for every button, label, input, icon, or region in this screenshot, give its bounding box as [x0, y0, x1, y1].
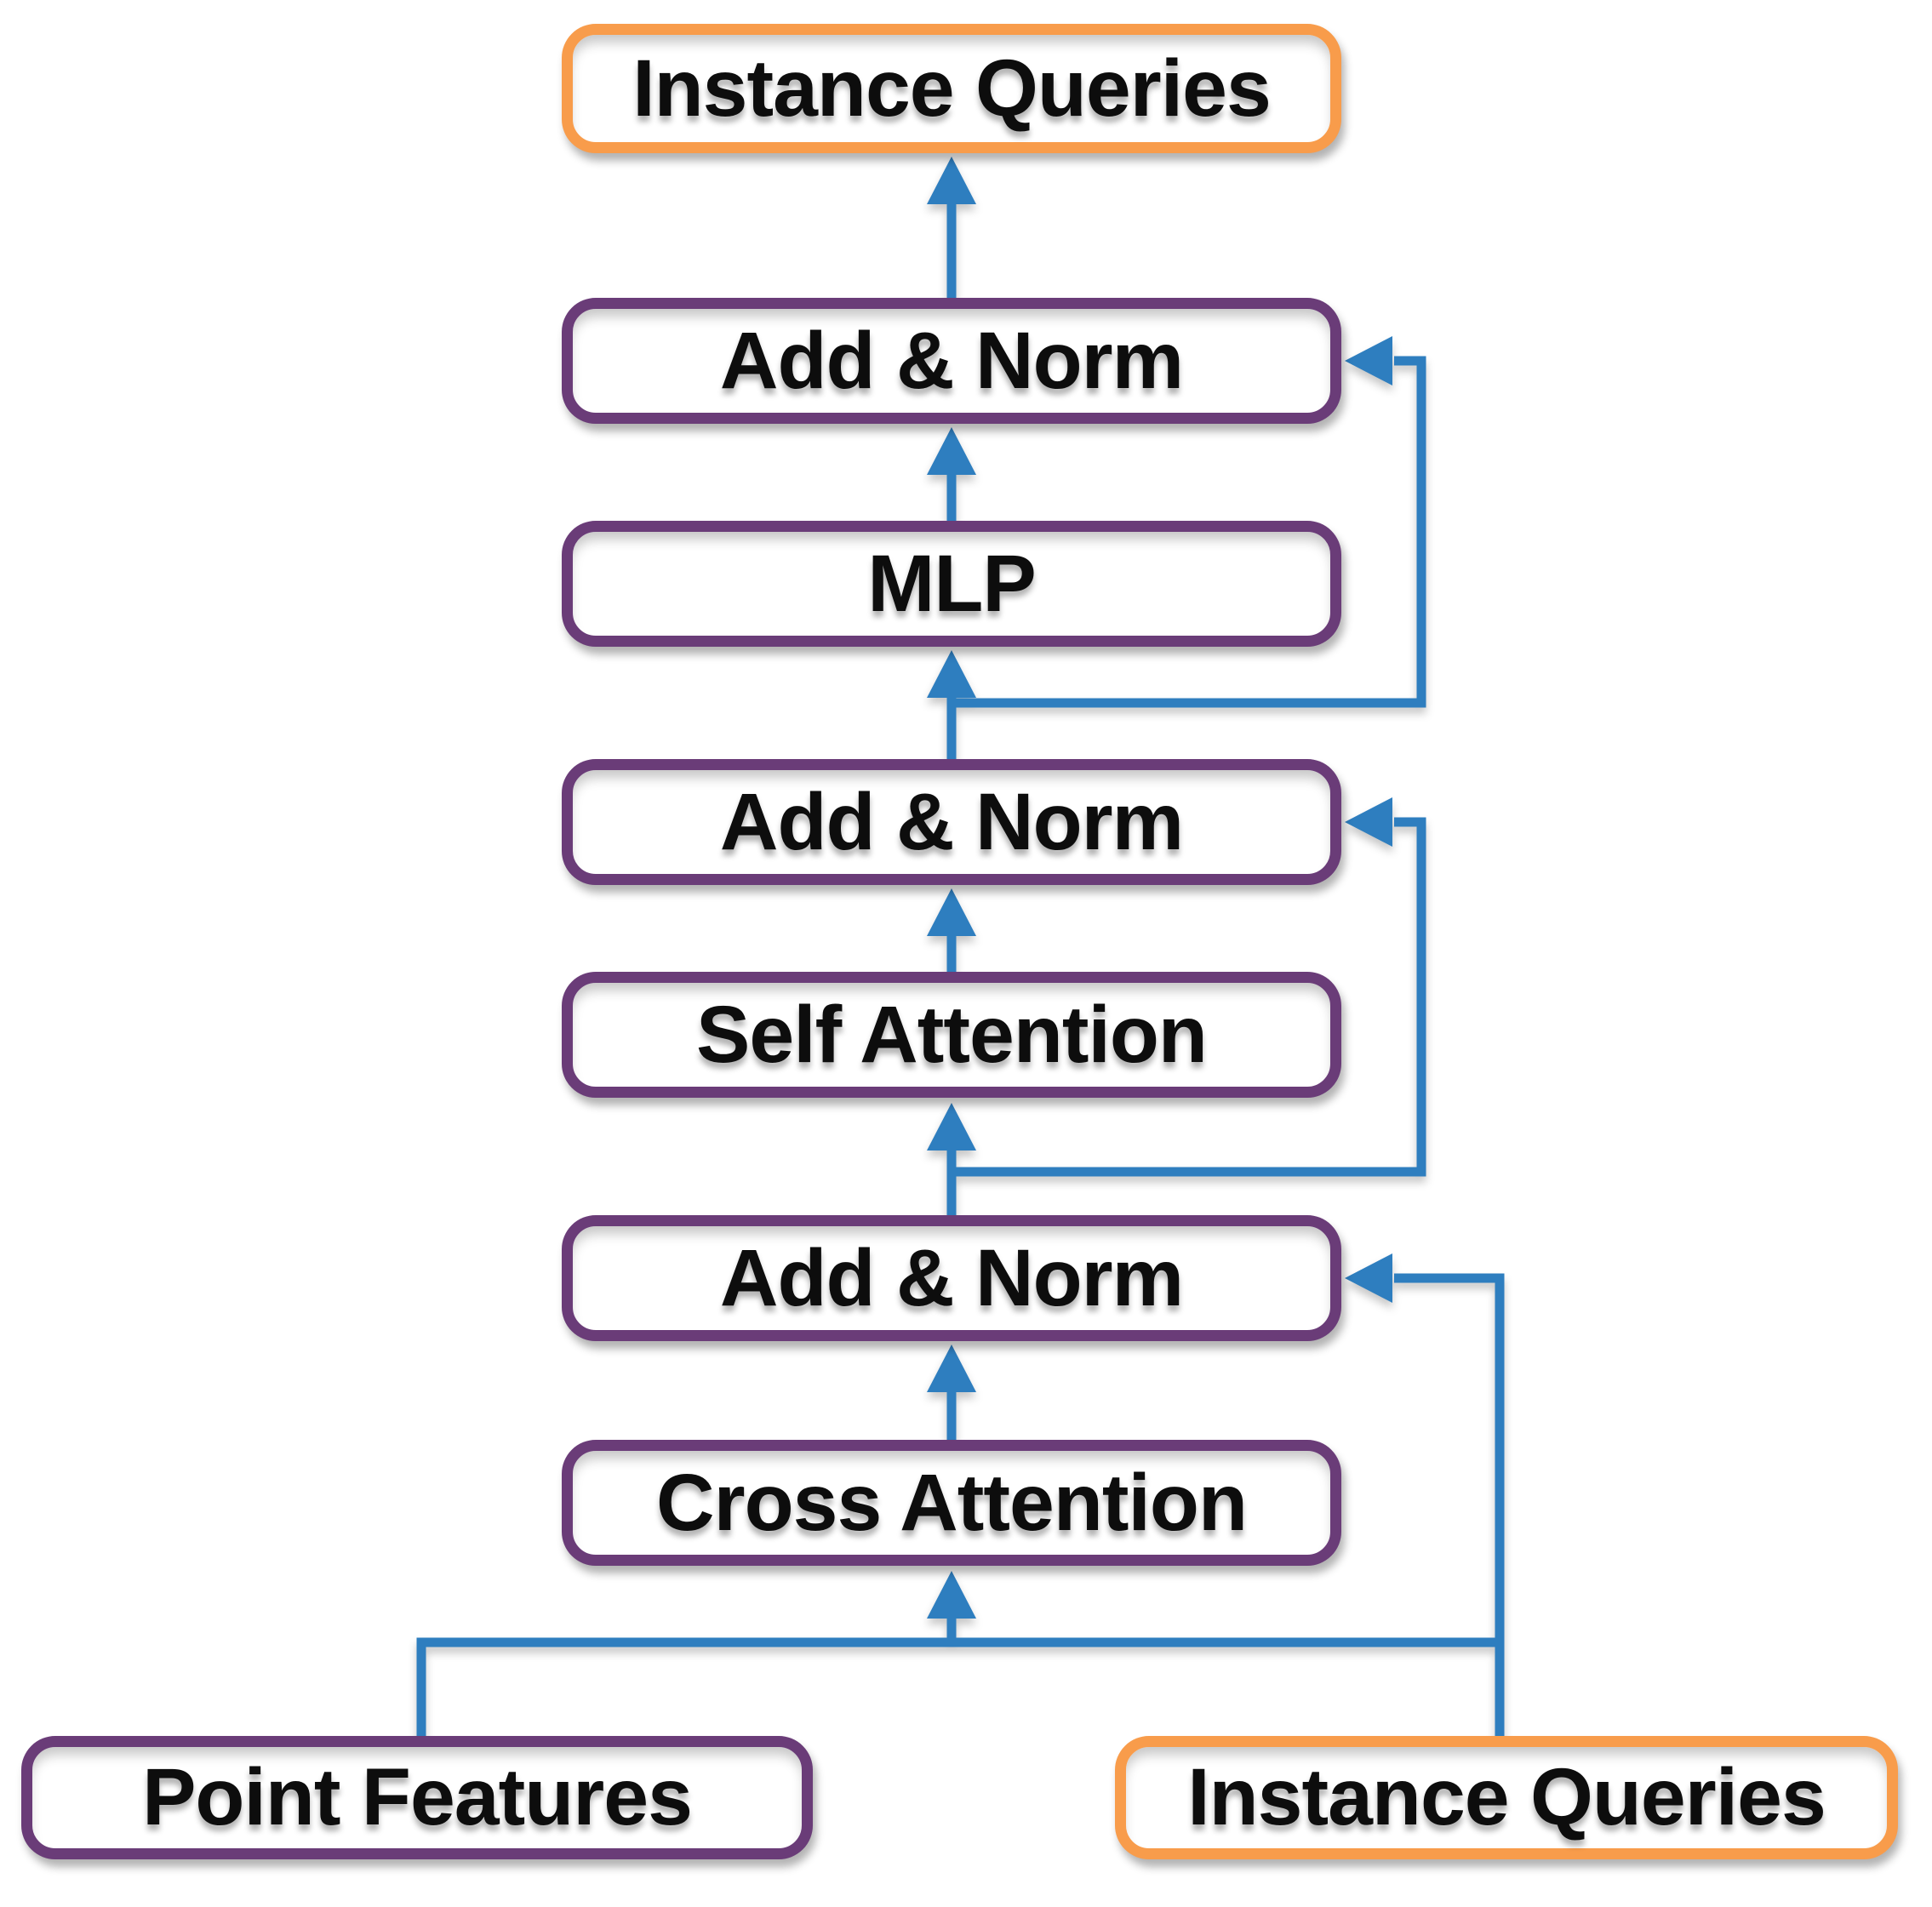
box-label: Add & Norm: [719, 1232, 1184, 1323]
arrow-cross-attention-to-add-norm-3: [927, 1345, 976, 1440]
left-arrowhead: [1345, 1253, 1392, 1303]
box-label: Add & Norm: [719, 315, 1184, 406]
up-arrowhead: [927, 1345, 976, 1392]
box-label: Instance Queries: [1187, 1752, 1826, 1842]
box-label: Self Attention: [696, 989, 1208, 1080]
box-mlp: MLP: [562, 521, 1341, 647]
box-label: Add & Norm: [719, 776, 1184, 867]
left-arrowhead: [1345, 797, 1392, 847]
arrow-input-bus-to-cross-attention: [927, 1571, 976, 1642]
up-arrowhead: [927, 157, 976, 204]
box-point-features-input: Point Features: [21, 1736, 813, 1859]
box-add-norm-2: Add & Norm: [562, 759, 1341, 885]
box-label: MLP: [867, 538, 1037, 629]
input-bus-line: [416, 1637, 1500, 1738]
skip-connection-instance-queries-to-add-norm-3: [1345, 1253, 1505, 1738]
box-add-norm-3: Add & Norm: [562, 1215, 1341, 1341]
up-arrowhead: [927, 650, 976, 698]
arrow-add-norm-2-to-mlp: [927, 650, 976, 759]
arrow-self-attention-to-add-norm-2: [927, 888, 976, 972]
box-self-attention: Self Attention: [562, 972, 1341, 1098]
up-arrowhead: [927, 1103, 976, 1150]
left-arrowhead: [1345, 336, 1392, 385]
arrow-add-norm-1-to-instance-queries-output: [927, 157, 976, 298]
up-arrowhead: [927, 888, 976, 936]
arrow-mlp-to-add-norm-1: [927, 427, 976, 521]
box-label: Instance Queries: [632, 43, 1272, 134]
up-arrowhead: [927, 1571, 976, 1619]
box-label: Point Features: [142, 1752, 693, 1842]
box-cross-attention: Cross Attention: [562, 1440, 1341, 1566]
box-instance-queries-output: Instance Queries: [562, 24, 1341, 153]
up-arrowhead: [927, 427, 976, 475]
box-instance-queries-input: Instance Queries: [1115, 1736, 1898, 1859]
box-add-norm-1: Add & Norm: [562, 298, 1341, 424]
box-label: Cross Attention: [656, 1457, 1248, 1548]
arrow-add-norm-3-to-self-attention: [927, 1103, 976, 1215]
